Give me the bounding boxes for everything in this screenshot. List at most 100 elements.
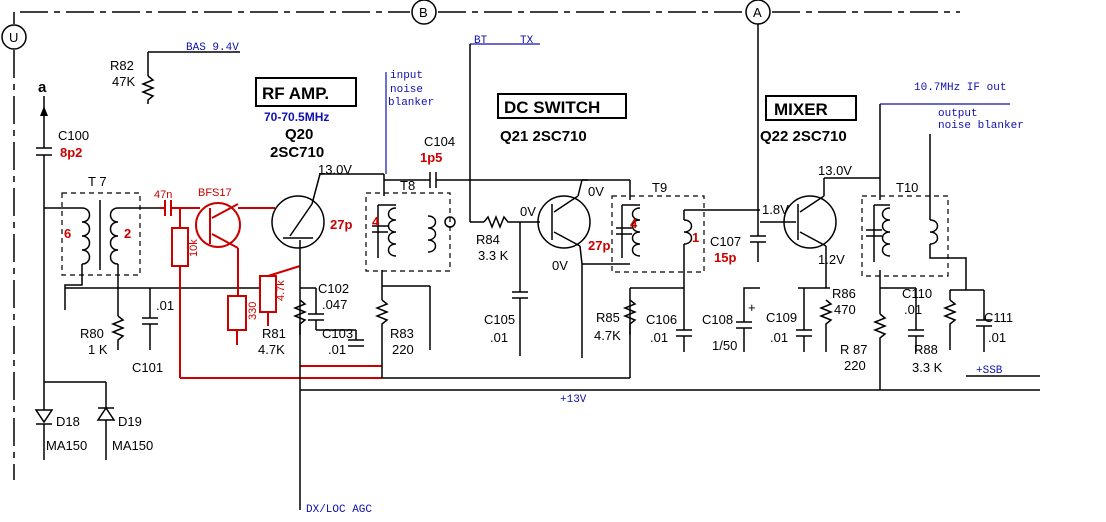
svg-text:TX: TX	[520, 35, 534, 47]
c104-capacitor: C104 1p5	[384, 134, 588, 188]
r86-resistor: R86 470	[818, 286, 856, 352]
svg-text:T9: T9	[652, 180, 667, 195]
svg-text:R84: R84	[476, 232, 500, 247]
antenna-label: a	[38, 79, 47, 96]
bus-label-b: B	[419, 5, 428, 20]
r81-resistor: R81 4.7K	[258, 299, 308, 357]
r80-resistor: R80 1 K	[80, 315, 126, 357]
c109-capacitor: C109 .01	[766, 288, 812, 352]
c110-capacitor: C110 .01	[902, 286, 932, 352]
bfs17-transistor: BFS17	[195, 187, 241, 296]
svg-text:1.2V: 1.2V	[818, 252, 845, 267]
svg-text:C102: C102	[318, 281, 349, 296]
svg-text:.01: .01	[156, 298, 174, 313]
svg-text:.01: .01	[650, 330, 668, 345]
c101-capacitor: .01 C101	[132, 288, 174, 375]
q22-transistor: 13.0V 1.2V	[760, 163, 880, 288]
svg-text:1p5: 1p5	[420, 150, 442, 165]
svg-text:T8: T8	[400, 178, 415, 193]
svg-text:10.7MHz IF out: 10.7MHz IF out	[914, 82, 1006, 94]
svg-text:C104: C104	[424, 134, 455, 149]
svg-text:6: 6	[64, 226, 71, 241]
svg-text:BT: BT	[474, 35, 488, 47]
svg-text:C100: C100	[58, 128, 89, 143]
svg-text:T10: T10	[896, 180, 918, 195]
svg-text:blanker: blanker	[388, 97, 434, 109]
bus-marker-b: B	[411, 0, 437, 25]
svg-text:70-70.5MHz: 70-70.5MHz	[264, 110, 329, 124]
svg-text:Q22 2SC710: Q22 2SC710	[760, 128, 847, 145]
svg-text:R80: R80	[80, 326, 104, 341]
mixer-title: MIXER	[774, 100, 828, 119]
t10-transformer: T10	[861, 180, 949, 277]
svg-text:4.7k: 4.7k	[275, 280, 287, 301]
svg-text:1 K: 1 K	[88, 342, 108, 357]
svg-text:C109: C109	[766, 310, 797, 325]
svg-text:T 7: T 7	[88, 174, 107, 189]
svg-text:R 87: R 87	[840, 342, 867, 357]
svg-text:1: 1	[692, 230, 699, 245]
svg-text:+13V: +13V	[560, 394, 587, 406]
svg-text:input: input	[390, 70, 423, 82]
svg-text:3.3 K: 3.3 K	[912, 360, 943, 375]
svg-text:MA150: MA150	[46, 438, 87, 453]
svg-text:220: 220	[844, 358, 866, 373]
t7-transformer: T 7 6 2	[61, 174, 160, 276]
svg-text:27p: 27p	[330, 217, 352, 232]
r84-resistor: R84 3.3 K	[470, 214, 540, 263]
c105-capacitor: C105 .01	[484, 222, 528, 356]
svg-text:1.8V: 1.8V	[762, 202, 789, 217]
svg-text:220: 220	[392, 342, 414, 357]
t9-transformer: T9 4 1	[611, 180, 705, 273]
svg-text:4.7K: 4.7K	[258, 342, 285, 357]
svg-text:4: 4	[372, 214, 380, 229]
svg-text:C106: C106	[646, 312, 677, 327]
bus-marker-a: A	[745, 0, 771, 25]
t8-transformer: T8 4	[365, 178, 456, 272]
svg-text:47K: 47K	[112, 74, 135, 89]
svg-text:R85: R85	[596, 310, 620, 325]
svg-text:BFS17: BFS17	[198, 187, 232, 199]
svg-text:2SC710: 2SC710	[270, 144, 324, 161]
d19-diode: D19 MA150	[96, 382, 153, 460]
svg-text:1/50: 1/50	[712, 338, 737, 353]
svg-text:D18: D18	[56, 414, 80, 429]
svg-text:C111: C111	[984, 310, 1013, 325]
svg-text:.01: .01	[988, 330, 1006, 345]
svg-text:2: 2	[124, 226, 131, 241]
bus-marker-u: U	[1, 24, 27, 50]
svg-text:27p: 27p	[588, 238, 610, 253]
c111-capacitor: C111 .01	[976, 290, 1013, 352]
rf-amp-title: RF AMP.	[262, 84, 329, 103]
c108-capacitor: + C108 1/50	[702, 287, 760, 353]
svg-text:15p: 15p	[714, 250, 736, 265]
svg-text:D19: D19	[118, 414, 142, 429]
svg-text:+: +	[748, 300, 756, 315]
svg-text:C110: C110	[902, 286, 932, 301]
svg-text:330: 330	[247, 302, 259, 320]
svg-text:.047: .047	[322, 297, 347, 312]
svg-text:R82: R82	[110, 58, 134, 73]
svg-text:470: 470	[834, 302, 856, 317]
r10k-resistor: 10k	[171, 208, 200, 378]
svg-text:0V: 0V	[552, 258, 568, 273]
svg-text:R88: R88	[914, 342, 938, 357]
svg-text:10k: 10k	[188, 239, 200, 257]
dc-switch-title: DC SWITCH	[504, 98, 600, 117]
bas-supply-label: BAS 9.4V	[186, 42, 239, 54]
svg-text:Q21 2SC710: Q21 2SC710	[500, 128, 587, 145]
q21-transistor: 0V 0V 0V 27p	[520, 179, 610, 273]
r88-resistor: R88 3.3 K	[912, 290, 958, 375]
r85-resistor: R85 4.7K	[594, 299, 638, 343]
svg-text:DX/LOC AGC: DX/LOC AGC	[306, 504, 372, 516]
c102-capacitor: C102 .047	[308, 281, 349, 321]
svg-text:13.0V: 13.0V	[818, 163, 852, 178]
top-bus	[13, 11, 960, 480]
svg-text:4.7K: 4.7K	[594, 328, 621, 343]
svg-text:C103: C103	[322, 326, 353, 341]
d18-diode: D18 MA150	[34, 409, 87, 460]
r330-resistor: 330	[227, 295, 259, 345]
svg-text:.01: .01	[770, 330, 788, 345]
r82-resistor: R82 47K	[110, 51, 240, 104]
svg-text:C101: C101	[132, 360, 163, 375]
